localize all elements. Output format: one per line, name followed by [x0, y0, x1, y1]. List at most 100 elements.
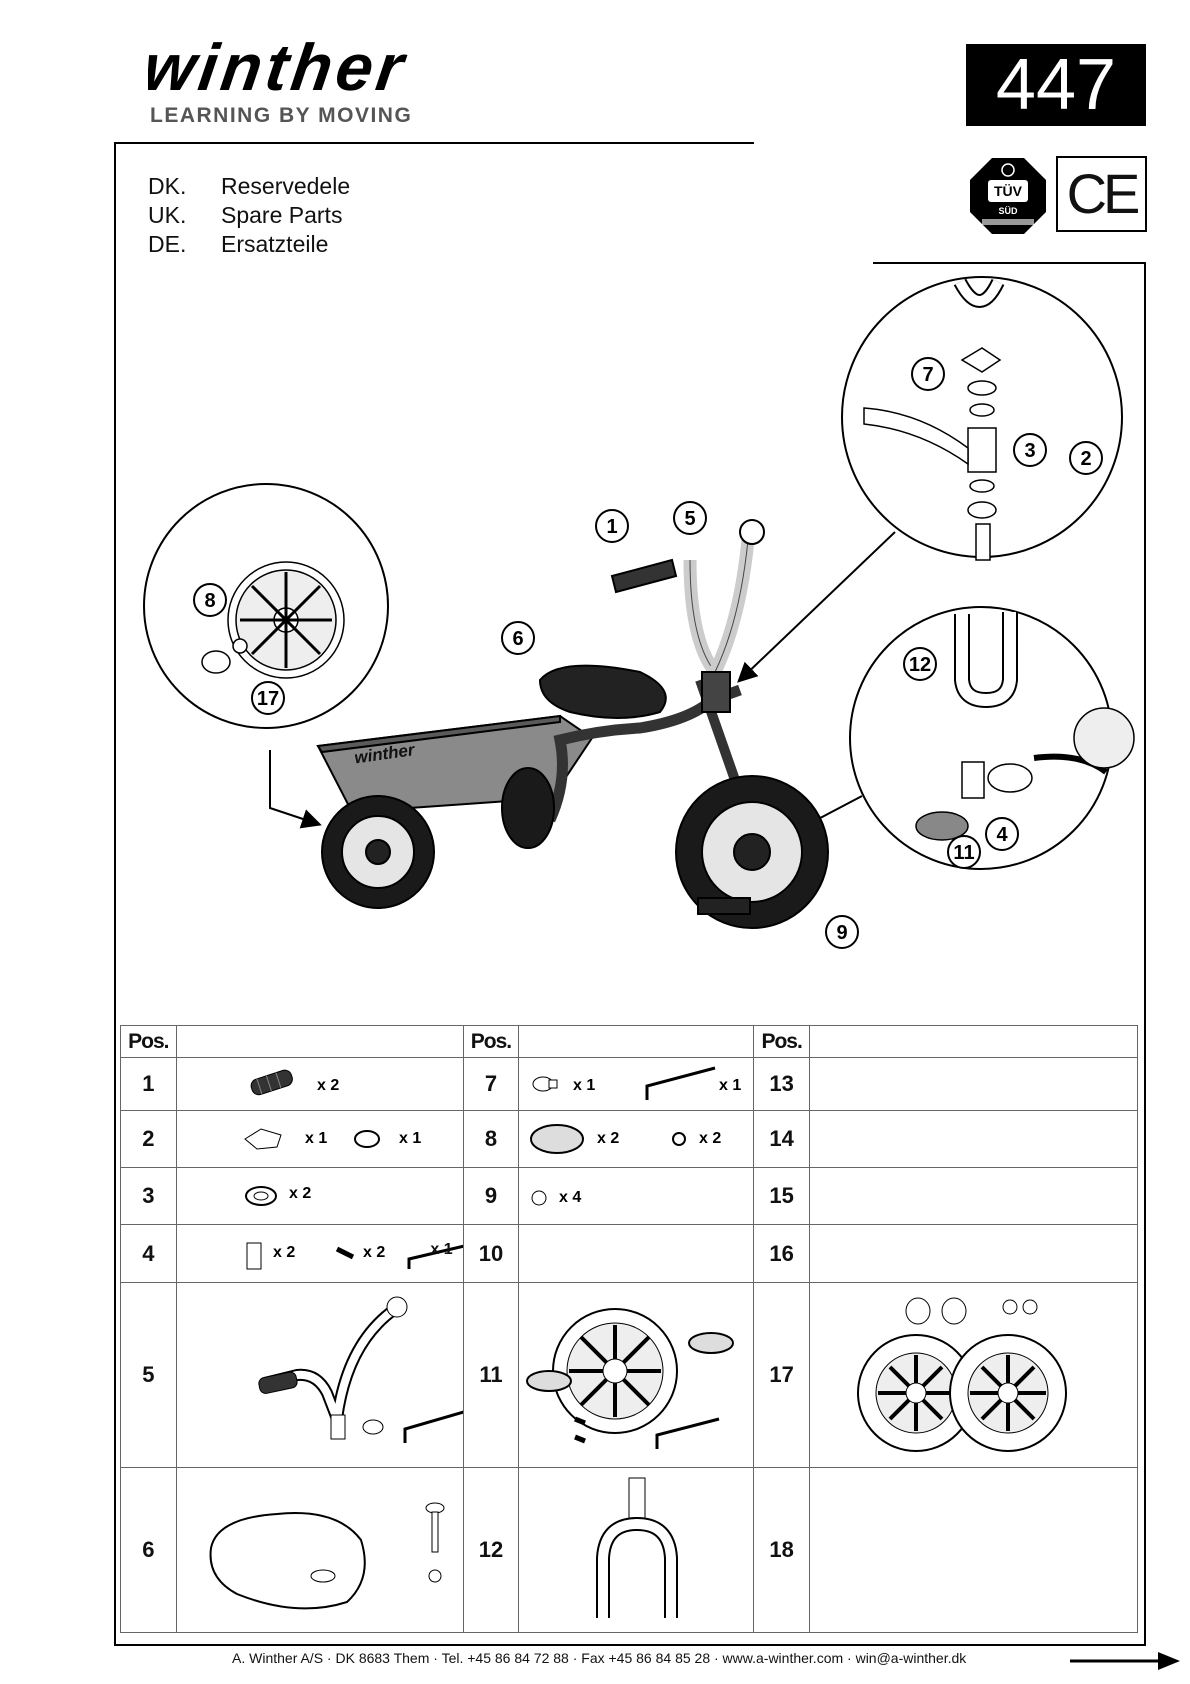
svg-text:12: 12: [909, 654, 931, 676]
part-cell-6: [175, 1467, 464, 1633]
quantity-label: x 1: [399, 1130, 421, 1147]
callout-17: 17: [251, 681, 285, 715]
svg-text:winther: winther: [148, 40, 412, 105]
callout-2: 2: [1069, 441, 1103, 475]
pos-header: Pos.: [120, 1025, 177, 1058]
part-cell-3: x 2: [175, 1167, 464, 1225]
part-cell-12: [518, 1467, 755, 1633]
detail-headset: [863, 278, 1005, 561]
table-row: 4 x 2 x 2 x 1 x 1 10 16: [120, 1224, 1139, 1283]
detail-fork: [915, 612, 1135, 841]
pos-number: 18: [753, 1467, 810, 1633]
quantity-label: x 2: [699, 1130, 721, 1147]
svg-text:3: 3: [1024, 440, 1035, 462]
allen-key-icon: [407, 1244, 463, 1269]
frame-line: [114, 1644, 1146, 1646]
head-cup-icon: [243, 1128, 282, 1150]
handlebar-grip-icon: x 2: [250, 1069, 339, 1096]
pos-number: 10: [462, 1224, 520, 1283]
winther-logo: winther: [148, 40, 412, 105]
callout-3: 3: [1013, 433, 1047, 467]
arrow-rear: [269, 750, 322, 829]
frame-line: [114, 142, 754, 144]
part-cell-5: [175, 1282, 464, 1468]
pos-number: 7: [462, 1057, 520, 1111]
part-cell-11: [518, 1282, 755, 1468]
model-number: 447: [966, 44, 1146, 126]
allen-key-icon: [645, 1066, 716, 1100]
tricycle: winther: [316, 519, 829, 929]
clamp-icon: [532, 1076, 558, 1092]
front-fork-icon: [596, 1477, 679, 1618]
part-cell-4: x 2 x 2 x 1 x 1: [175, 1224, 464, 1283]
frame-line: [1144, 262, 1146, 1644]
quantity-label: x 2: [597, 1130, 619, 1147]
callout-12: 12: [903, 647, 937, 681]
callouts: 1 5 6 9 8 17 7 3 2 12 4 11: [193, 357, 1103, 949]
quantity-label: x 2: [317, 1077, 339, 1094]
part-cell-8: x 2 x 2: [518, 1110, 755, 1168]
pos-number: 1: [120, 1057, 177, 1111]
frame-line: [114, 142, 116, 1644]
svg-text:7: 7: [922, 364, 933, 386]
ce-mark-icon: CE: [1056, 156, 1147, 232]
pos-number: 16: [753, 1224, 810, 1283]
callout-1: 1: [595, 509, 629, 543]
svg-text:TÜV: TÜV: [994, 183, 1023, 199]
svg-text:1: 1: [606, 516, 617, 538]
parts-table: Pos. Pos. Pos. 1 x 2 7 x 1 x 1 13 2: [120, 1025, 1139, 1633]
pos-number: 5: [120, 1282, 177, 1468]
pos-number: 2: [120, 1110, 177, 1168]
frame-line: [873, 262, 1145, 264]
screw-icon: [335, 1246, 354, 1260]
svg-text:9: 9: [836, 922, 847, 944]
callout-11: 9: [825, 915, 859, 949]
quantity-label: x 4: [559, 1189, 581, 1206]
table-header-row: Pos. Pos. Pos.: [120, 1025, 1139, 1058]
quantity-label: x 1: [719, 1077, 741, 1094]
pedal-icon: [530, 1124, 585, 1154]
pos-number: 11: [462, 1282, 520, 1468]
nut-icon: [672, 1132, 687, 1146]
pos-number: 17: [753, 1282, 810, 1468]
detail-circle-rear-wheel: [143, 483, 389, 729]
svg-text:8: 8: [204, 590, 215, 612]
svg-text:SÜD: SÜD: [998, 206, 1018, 216]
bearing-cup-icon: [353, 1130, 380, 1148]
part-cell-17: [808, 1282, 1139, 1468]
table-row: 5 11: [120, 1282, 1139, 1468]
title-dk: DK.Reservedele: [148, 173, 351, 199]
part-cell-1: x 2: [175, 1057, 464, 1111]
table-row: 1 x 2 7 x 1 x 1 13: [120, 1057, 1139, 1111]
front-wheel-assembly-icon: [526, 1308, 735, 1449]
callout-4: 4: [985, 817, 1019, 851]
axle-cap-icon: [531, 1190, 547, 1206]
svg-text:2: 2: [1080, 448, 1091, 470]
handlebar-assembly-icon: [258, 1296, 463, 1443]
table-row: 6 12 18: [120, 1467, 1139, 1633]
table-row: 3 x 2 9 x 4 15: [120, 1167, 1139, 1225]
pos-number: 3: [120, 1167, 177, 1225]
svg-text:11: 11: [953, 842, 974, 864]
pos-header: Pos.: [753, 1025, 810, 1058]
seat-assembly-icon: [209, 1502, 445, 1610]
part-cell-2: x 1 x 1: [175, 1110, 464, 1168]
table-row: 2 x 1 x 1 8 x 2 x 2 14: [120, 1110, 1139, 1168]
next-page-arrow-icon: [1070, 1652, 1180, 1670]
rear-wheels-set-icon: [856, 1297, 1067, 1452]
detail-circle-front-fork: [849, 606, 1113, 870]
quantity-label: x 2: [273, 1244, 295, 1261]
title-uk: UK.Spare Parts: [148, 202, 343, 228]
pos-number: 8: [462, 1110, 520, 1168]
svg-text:17: 17: [257, 688, 279, 710]
svg-text:4: 4: [996, 824, 1008, 846]
pos-number: 14: [753, 1110, 810, 1168]
pos-number: 13: [753, 1057, 810, 1111]
quantity-label: x 1: [305, 1130, 327, 1147]
pos-number: 12: [462, 1467, 520, 1633]
part-cell-7: x 1 x 1: [518, 1057, 755, 1111]
callout-9: 8: [193, 583, 227, 617]
part-cell-9: x 4: [518, 1167, 755, 1225]
tuv-sud-badge-icon: TÜV SÜD: [970, 158, 1046, 234]
quantity-label: x 1: [573, 1077, 595, 1094]
